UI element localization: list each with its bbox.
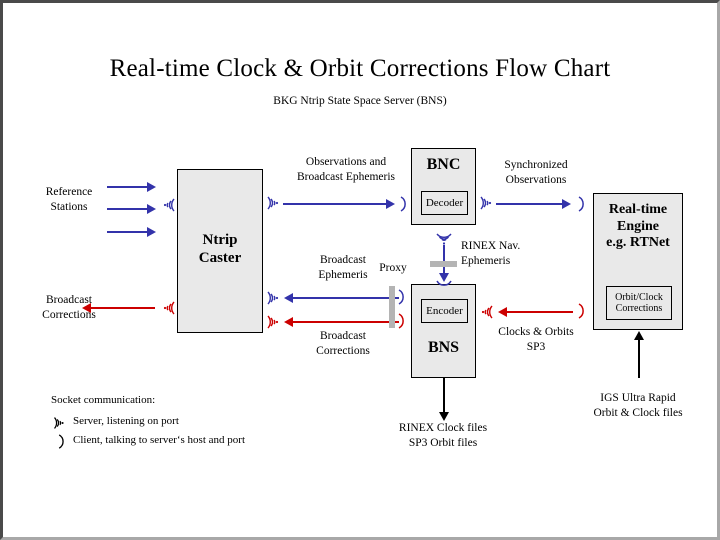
arrow-head-icon (284, 317, 293, 327)
client-socket-icon-bnc-in (399, 195, 409, 213)
legend-row-client: Client, talking to server‘s host and por… (51, 433, 351, 452)
arrow-igs-to-engine (638, 340, 640, 378)
arrow-head-icon (386, 199, 395, 209)
box-bnc[interactable]: BNC Decoder (411, 148, 476, 225)
arrow-head-icon (439, 273, 449, 282)
server-socket-icon-caster-bce-in (265, 288, 281, 308)
label-igs-ultra-rapid: IGS Ultra Rapid Orbit & Clock files (593, 392, 683, 419)
arrow-ref-station-2 (107, 208, 149, 210)
label-rinex-nav-ephemeris: RINEX Nav. Ephemeris (461, 240, 521, 267)
label-proxy: Proxy (379, 262, 407, 274)
label-observations-and-broadcast-ephemeris: Observations and Broadcast Ephemeris (296, 156, 396, 183)
page-title: Real-time Clock & Orbit Corrections Flow… (109, 55, 611, 82)
box-ntrip-caster[interactable]: Ntrip Caster (177, 169, 263, 333)
server-socket-icon-bns-clk-in (479, 302, 495, 322)
page-subtitle: BKG Ntrip State Space Server (BNS) (273, 95, 447, 107)
arrow-head-icon (284, 293, 293, 303)
arrow-head-icon (147, 204, 156, 214)
signal-waves-icon (51, 414, 67, 432)
arrow-clocks-orbits-to-bns (506, 311, 573, 313)
client-socket-icon-engine-in (577, 195, 587, 213)
box-rt-engine[interactable]: Real-time Engine e.g. RTNet Orbit/Clock … (593, 193, 683, 330)
box-bnc-label: BNC (426, 156, 461, 173)
box-ntrip-caster-label: Ntrip Caster (198, 232, 242, 266)
server-socket-icon-caster-in (161, 195, 177, 215)
proxy-bar-vertical-link (430, 261, 457, 267)
diagram-canvas: Real-time Clock & Orbit Corrections Flow… (3, 3, 717, 537)
legend-heading: Socket communication: (51, 394, 156, 406)
legend-server-text: Server, listening on port (73, 415, 179, 427)
box-rt-engine-label: Real-time Engine e.g. RTNet (606, 202, 670, 251)
arrow-ref-station-3 (107, 231, 149, 233)
arrow-broadcast-corrections-to-caster (291, 321, 399, 323)
proxy-bar-bns-links (389, 286, 395, 328)
label-synchronized-observations: Synchronized Observations (504, 159, 568, 186)
arrow-head-icon (634, 331, 644, 340)
arrow-head-icon (147, 182, 156, 192)
label-rinex-clock-sp3-files: RINEX Clock files SP3 Orbit files (398, 422, 488, 449)
box-bnc-decoder[interactable]: Decoder (421, 191, 468, 215)
client-socket-icon-bns-nav-in (435, 279, 453, 289)
server-socket-icon-caster-bcc-in (265, 312, 281, 332)
box-bns-label: BNS (427, 339, 460, 356)
arrow-head-icon (82, 303, 91, 313)
arrow-observations-to-bnc (283, 203, 388, 205)
client-socket-icon-engine-clk-out (577, 303, 587, 321)
server-socket-icon-caster-obs-out (265, 193, 281, 213)
label-reference-stations: Reference Stations (45, 186, 93, 213)
server-socket-icon-bnc-out (478, 193, 494, 213)
client-socket-icon-bns-bcc-out (397, 313, 407, 331)
server-socket-icon-caster-bc-out (161, 298, 177, 318)
client-bracket-icon (57, 434, 67, 451)
arrow-sync-obs-to-engine (496, 203, 564, 205)
box-rt-engine-orbit-clock-corrections[interactable]: Orbit/Clock Corrections (606, 286, 672, 320)
box-bns[interactable]: Encoder BNS (411, 284, 476, 378)
legend-row-server: Server, listening on port (51, 414, 351, 433)
label-broadcast-corrections-mid: Broadcast Corrections (316, 330, 370, 357)
legend: Socket communication: Server, listening … (51, 393, 351, 452)
arrow-broadcast-corrections-out (91, 307, 155, 309)
arrow-head-icon (147, 227, 156, 237)
server-socket-icon-bnc-nav-out (434, 231, 454, 247)
arrow-ref-station-1 (107, 186, 149, 188)
client-socket-icon-bns-bce-out (397, 289, 407, 307)
label-clocks-and-orbits-sp3: Clocks & Orbits SP3 (498, 326, 574, 353)
arrow-head-icon (439, 412, 449, 421)
box-bns-encoder[interactable]: Encoder (421, 299, 468, 323)
arrow-head-icon (562, 199, 571, 209)
arrow-head-icon (498, 307, 507, 317)
label-broadcast-ephemeris: Broadcast Ephemeris (318, 254, 368, 281)
arrow-bns-to-files (443, 378, 445, 413)
legend-client-text: Client, talking to server‘s host and por… (73, 434, 245, 446)
arrow-broadcast-ephemeris-to-caster (291, 297, 399, 299)
